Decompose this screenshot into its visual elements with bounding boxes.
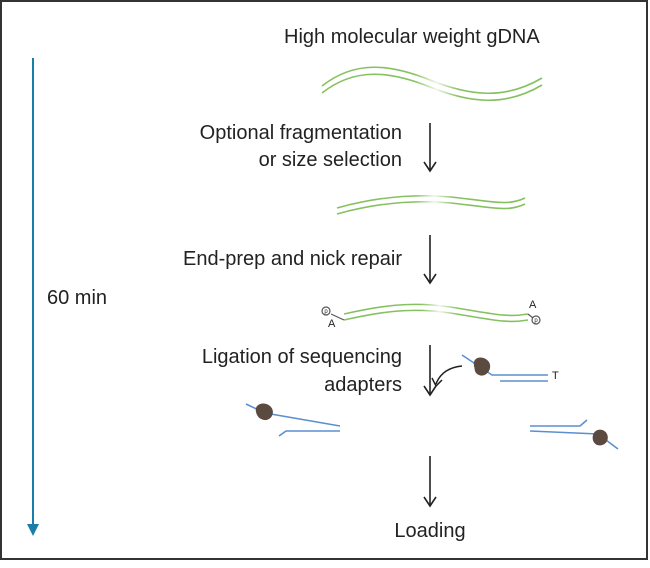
down-arrow-3 bbox=[423, 345, 437, 397]
motor-protein-left bbox=[255, 403, 273, 421]
t-overhang-label: T bbox=[552, 370, 559, 382]
p-mark-left: p bbox=[324, 309, 328, 315]
sequencing-adapter bbox=[461, 354, 548, 382]
a-label-left: A bbox=[328, 318, 336, 330]
title-gdna: High molecular weight gDNA bbox=[284, 26, 540, 48]
p-mark-right: p bbox=[534, 318, 538, 324]
step-fragmentation-line1: Optional fragmentation bbox=[200, 122, 402, 144]
curved-join-arrow bbox=[431, 365, 463, 388]
motor-protein-adapter bbox=[473, 357, 491, 376]
time-label: 60 min bbox=[47, 287, 107, 309]
step-loading: Loading bbox=[394, 520, 465, 542]
down-arrow-1 bbox=[423, 123, 437, 173]
a-label-right: A bbox=[529, 299, 537, 311]
step-ligation-line2: adapters bbox=[324, 374, 402, 396]
dna-endprepped bbox=[343, 303, 529, 323]
dna-fragmented bbox=[336, 194, 526, 215]
ligated-library bbox=[245, 403, 619, 450]
down-arrow-2 bbox=[423, 235, 437, 285]
step-endprep: End-prep and nick repair bbox=[183, 248, 402, 270]
down-arrow-4 bbox=[423, 456, 437, 508]
motor-protein-right bbox=[592, 429, 608, 446]
a-tail-left bbox=[321, 306, 345, 321]
step-ligation-line1: Ligation of sequencing bbox=[202, 346, 402, 368]
dna-gdna-wavy bbox=[321, 66, 543, 102]
a-tail-right bbox=[527, 313, 541, 325]
step-fragmentation-line2: or size selection bbox=[259, 149, 402, 171]
timeline-arrow bbox=[27, 58, 39, 536]
